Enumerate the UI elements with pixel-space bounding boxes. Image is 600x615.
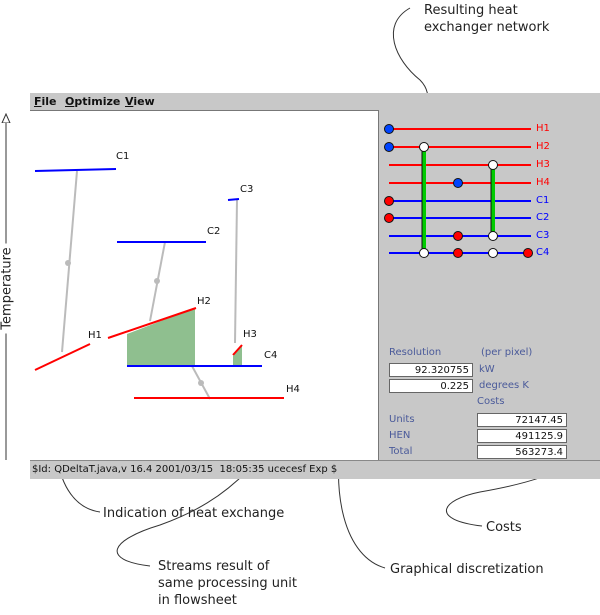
network-callout: Resulting heat exchanger network bbox=[424, 2, 549, 36]
plot-canvas bbox=[34, 168, 284, 400]
hot-stream-h2 bbox=[107, 307, 197, 339]
menu-file[interactable]: File bbox=[34, 95, 57, 108]
connector-c3-h3 bbox=[234, 199, 238, 344]
network-diagram[interactable] bbox=[379, 110, 600, 260]
costs-units-field[interactable]: 72147.45 bbox=[477, 413, 567, 427]
costs-total-field[interactable]: 563273.4 bbox=[477, 445, 567, 459]
hot-stream-h3 bbox=[232, 344, 243, 356]
cold-stream-c1 bbox=[34, 168, 117, 172]
node-c4-heater-a[interactable] bbox=[453, 248, 463, 258]
connector-dot-2 bbox=[154, 278, 160, 284]
costs-units-label: Units bbox=[389, 414, 415, 425]
plot-label-c4: C4 bbox=[264, 350, 278, 361]
network-label-c1: C1 bbox=[536, 195, 550, 206]
node-c3-heater[interactable] bbox=[453, 231, 463, 241]
plot-label-c2: C2 bbox=[207, 226, 221, 237]
resolution-kw-unit: kW bbox=[479, 364, 495, 375]
heat-exchange-region-h3-c4 bbox=[233, 345, 242, 366]
resolution-per-pixel: (per pixel) bbox=[481, 347, 533, 358]
heat-exchange-region-h2-c4 bbox=[127, 308, 195, 366]
temperature-label: Temperature bbox=[0, 243, 16, 334]
plot-label-h3: H3 bbox=[243, 329, 257, 340]
app-window: File Optimize View bbox=[30, 93, 600, 479]
network-callout-line-1: Resulting heat bbox=[424, 3, 518, 18]
node-h2-cooler[interactable] bbox=[384, 142, 394, 152]
node-c4-exchanger-b[interactable] bbox=[488, 248, 498, 258]
node-c3-exchanger[interactable] bbox=[488, 231, 498, 241]
node-c1-heater[interactable] bbox=[384, 196, 394, 206]
plot-label-c3: C3 bbox=[240, 184, 254, 195]
plot-label-h2: H2 bbox=[197, 296, 211, 307]
discretization-callout: Graphical discretization bbox=[390, 562, 544, 577]
network-label-h1: H1 bbox=[536, 123, 550, 134]
resolution-title: Resolution bbox=[389, 347, 442, 358]
resolution-degrees-field[interactable]: 0.225 bbox=[389, 379, 473, 393]
cold-stream-c3 bbox=[227, 198, 240, 201]
status-bar: $Id: QDeltaT.java,v 16.4 2001/03/15 18:0… bbox=[30, 460, 600, 479]
costs-callout: Costs bbox=[486, 520, 522, 535]
connector-dot-3 bbox=[198, 380, 204, 386]
resolution-kw-field[interactable]: 92.320755 bbox=[389, 363, 473, 377]
menu-view[interactable]: View bbox=[125, 95, 155, 108]
network-label-c3: C3 bbox=[536, 230, 550, 241]
network-callout-line-2: exchanger network bbox=[424, 20, 550, 35]
costs-header: Costs bbox=[477, 396, 505, 407]
node-h1-cooler[interactable] bbox=[384, 124, 394, 134]
menu-optimize[interactable]: Optimize bbox=[65, 95, 121, 108]
network-label-h3: H3 bbox=[536, 159, 550, 170]
network-label-h2: H2 bbox=[536, 141, 550, 152]
connector-dot-1 bbox=[65, 260, 71, 266]
network-label-h4: H4 bbox=[536, 177, 550, 188]
network-label-c2: C2 bbox=[536, 212, 550, 223]
streams-callout-line-2: same processing unit bbox=[158, 576, 297, 591]
node-c2-heater[interactable] bbox=[384, 213, 394, 223]
plot-label-h1: H1 bbox=[88, 330, 102, 341]
heat-exchange-callout: Indication of heat exchange bbox=[103, 506, 285, 521]
status-text: $Id: QDeltaT.java,v 16.4 2001/03/15 18:0… bbox=[32, 464, 338, 475]
node-h3-exchanger[interactable] bbox=[488, 160, 498, 170]
costs-hen-field[interactable]: 491125.9 bbox=[477, 429, 567, 443]
node-c4-exchanger[interactable] bbox=[419, 248, 429, 258]
costs-hen-label: HEN bbox=[389, 430, 411, 441]
plot-label-c1: C1 bbox=[116, 151, 130, 162]
hot-stream-h1 bbox=[34, 343, 91, 371]
streams-callout-line-1: Streams result of bbox=[158, 559, 270, 574]
temperature-enthalpy-plot[interactable]: C1 C2 C3 C4 H1 H2 H3 H4 bbox=[30, 110, 379, 461]
costs-total-label: Total bbox=[389, 446, 413, 457]
plot-label-h4: H4 bbox=[286, 384, 300, 395]
network-label-c4: C4 bbox=[536, 247, 550, 258]
resolution-degrees-unit: degrees K bbox=[479, 380, 529, 391]
streams-callout: Streams result of same processing unit i… bbox=[158, 558, 297, 609]
menu-bar: File Optimize View bbox=[30, 93, 600, 110]
node-c4-heater-b[interactable] bbox=[523, 248, 533, 258]
node-h2-exchanger[interactable] bbox=[419, 142, 429, 152]
network-panel: H1 H2 H3 H4 C1 C2 C3 C4 Resolution (per … bbox=[379, 110, 600, 460]
streams-callout-line-3: in flowsheet bbox=[158, 593, 237, 608]
node-h4-cooler[interactable] bbox=[453, 178, 463, 188]
